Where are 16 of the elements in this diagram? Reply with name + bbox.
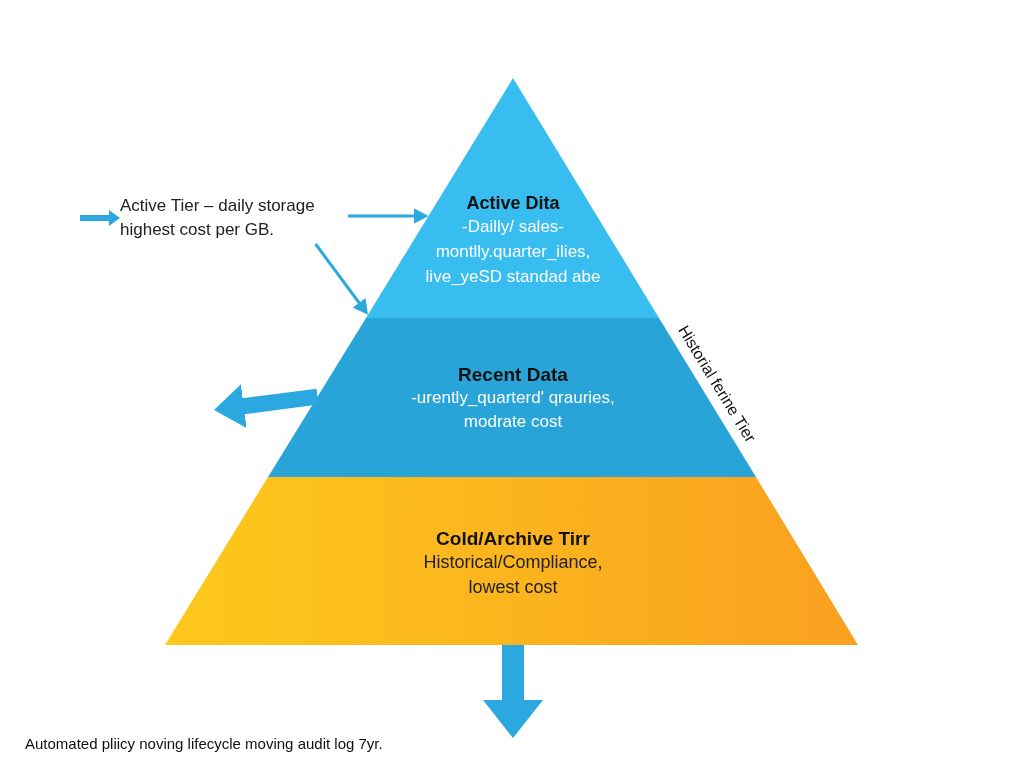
pyramid-tier [165,477,858,645]
pyramid-tier [366,78,659,318]
arrow [213,384,319,428]
pyramid-tier [268,318,756,477]
arrow [348,208,429,224]
arrow [80,210,120,226]
tier-description: -Dailly/ sales- montlly.quarter_ilies, live_yeSD standad abe [424,216,602,288]
tier-title: Recent Data [458,363,568,386]
arrow [483,645,543,738]
arrow [314,243,370,316]
note-text: Active Tier – daily storage highest cost per GB. [120,194,348,242]
tier-description: Historical/Compliance, lowest cost [422,551,604,599]
tier-title: Cold/Archive Tirr [436,527,590,550]
tier-description: -urently_quarterd' qrauries, modrate cost [410,387,616,433]
tier-title: Active Dita [466,192,560,214]
footnote: Automated pliicy noving lifecycle moving audit log 7yr. [25,735,383,752]
